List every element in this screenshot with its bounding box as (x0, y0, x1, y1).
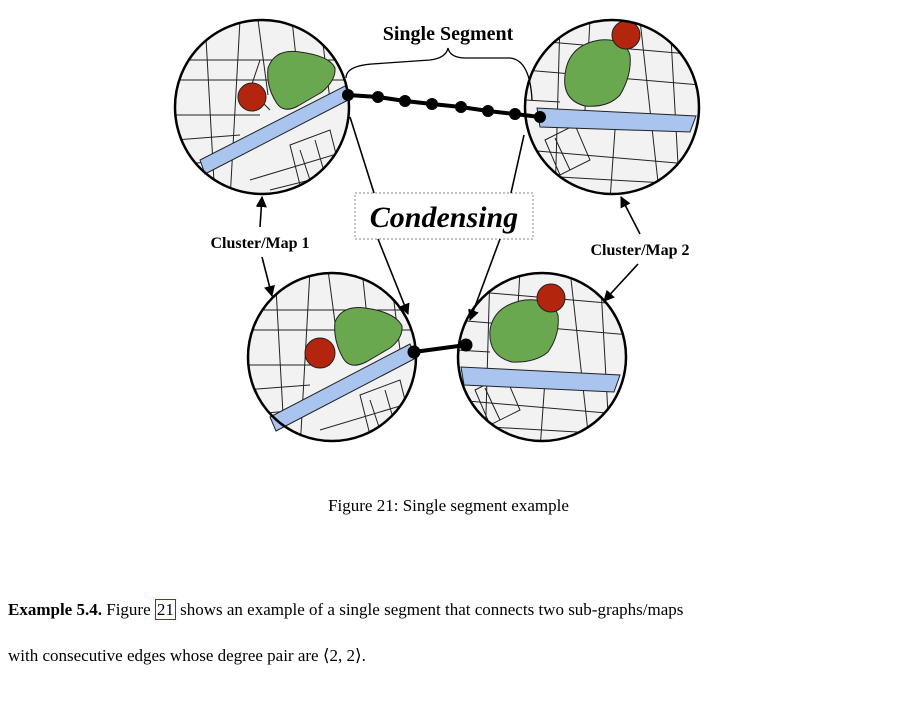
figure-reference-link[interactable]: 21 (154, 599, 176, 620)
figure-caption: Figure 21: Single segment example (328, 496, 569, 515)
map-2-top (523, 18, 701, 196)
cluster-2-arrow (620, 196, 641, 235)
condensing-arrow (349, 116, 375, 194)
example-text-before: Figure (101, 600, 155, 619)
cluster-1-label: Cluster/Map 1 (210, 235, 309, 252)
map-1-bottom (246, 271, 418, 443)
cluster-2-arrow (603, 263, 639, 302)
single-segment-figure: Single Segment Condensing Cluster/Map 1 … (173, 18, 701, 443)
park-shape (564, 39, 631, 107)
segment-node (455, 101, 467, 113)
example-text-after: shows an example of a single segment tha… (175, 600, 684, 619)
park-shape (489, 299, 559, 363)
park-shape (267, 50, 336, 110)
condensing-box (354, 192, 534, 240)
condensing-arrow (510, 134, 525, 194)
location-marker-icon (237, 82, 267, 112)
map-2-bottom (456, 271, 628, 443)
segment-node (342, 89, 354, 101)
cluster-1-arrow (255, 195, 267, 228)
cluster-1-arrow (261, 256, 275, 298)
example-paragraph-line-1: Example 5.4. Figure 21 shows an example … (8, 599, 888, 620)
segment-node (534, 111, 546, 123)
segment-node (459, 338, 473, 352)
segment-node (399, 95, 411, 107)
condensing-label: Condensing (370, 201, 518, 234)
location-marker-icon (611, 20, 641, 50)
road-shape (460, 366, 621, 393)
map-1-top (173, 18, 353, 196)
segment-node (482, 105, 494, 117)
single-segment-chain (342, 89, 546, 123)
location-marker-icon (536, 283, 566, 313)
curly-brace (345, 47, 533, 101)
cluster-2-label: Cluster/Map 2 (590, 242, 689, 259)
example-paragraph-line-2: with consecutive edges whose degree pair… (8, 646, 366, 665)
segment-node (372, 91, 384, 103)
condensing-arrow (468, 238, 501, 322)
single-segment-label: Single Segment (383, 23, 514, 45)
park-shape (334, 307, 403, 366)
example-label: Example 5.4. (8, 600, 102, 619)
condensed-edge (407, 338, 473, 359)
segment-node (426, 98, 438, 110)
segment-node (407, 345, 421, 359)
location-marker-icon (304, 337, 336, 369)
condensing-arrow (377, 238, 410, 316)
segment-node (509, 108, 521, 120)
